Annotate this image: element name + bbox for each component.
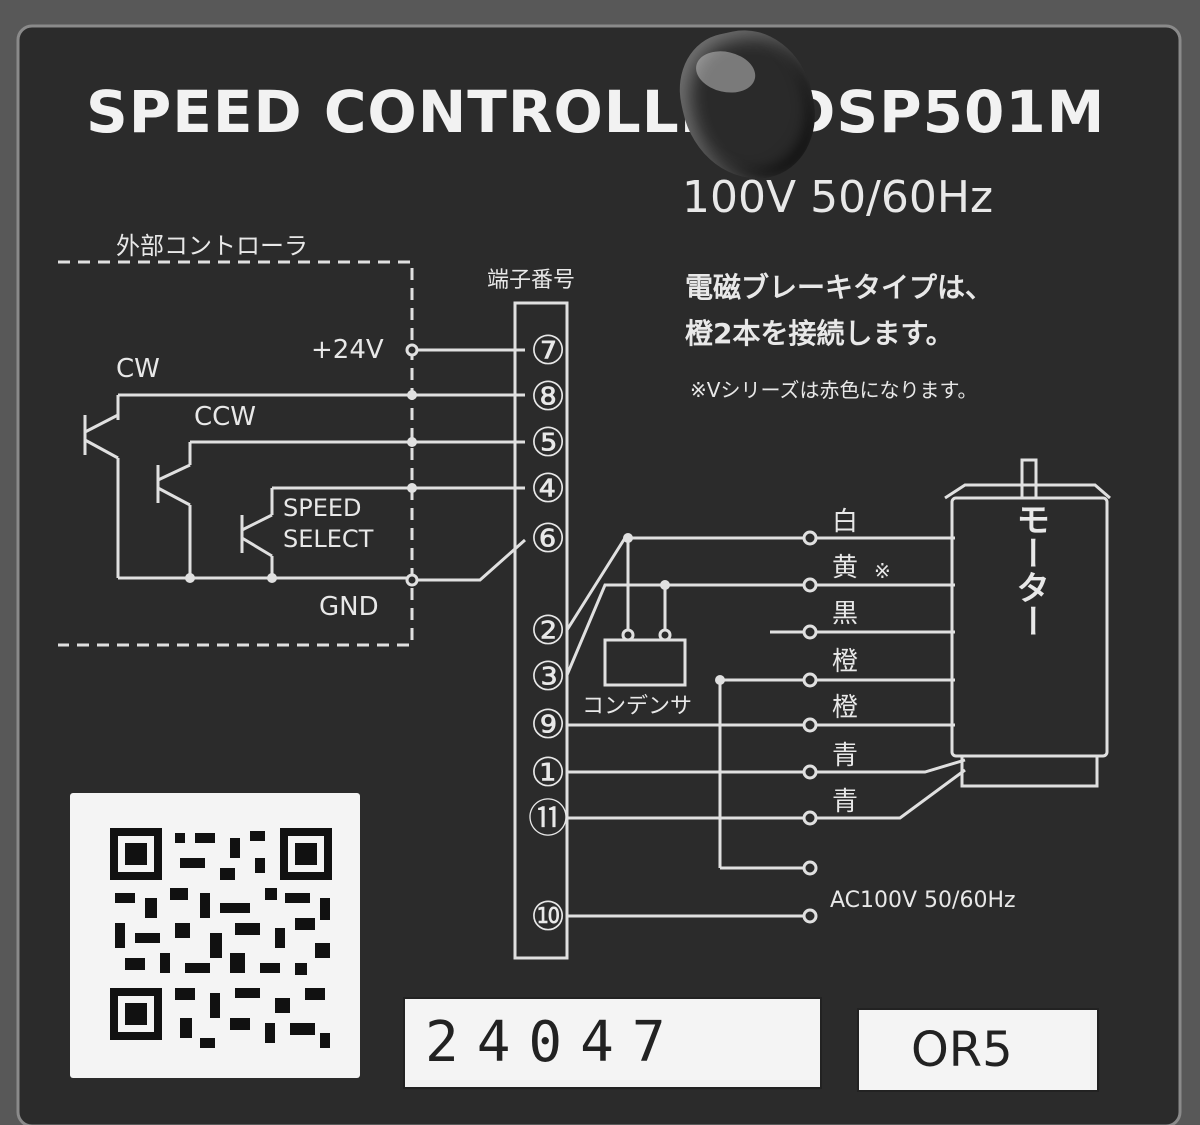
terminal-2: ② [530, 608, 566, 654]
ccw-label: CCW [194, 402, 257, 432]
qr-code-label [70, 793, 360, 1078]
ac-power-label: AC100V 50/60Hz [830, 888, 1016, 913]
lot-number: 24047 [403, 997, 822, 1089]
brake-note-line2: 橙2本を接続します。 [685, 317, 954, 350]
wire-label-blue-2: 青 [832, 787, 858, 817]
brake-note-line1: 電磁ブレーキタイプは、 [685, 271, 994, 304]
terminal-5: ⑤ [530, 420, 566, 466]
wire-label-black: 黒 [832, 599, 858, 629]
terminal-6: ⑥ [530, 516, 566, 562]
wire-label-orange-1: 橙 [832, 647, 858, 677]
capacitor-label: コンデンサ [582, 694, 693, 719]
terminal-number-label: 端子番号 [487, 268, 576, 293]
wire-label-yellow: 黄 [832, 553, 858, 583]
external-controller-label: 外部コントローラ [116, 232, 308, 260]
terminal-11: ⑪ [528, 796, 568, 842]
capacitor-symbol [603, 638, 687, 687]
v-series-note: ※Vシリーズは赤色になります。 [690, 378, 978, 402]
terminal-9: ⑨ [530, 702, 566, 748]
plus24v-label: +24V [311, 335, 384, 365]
terminal-8: ⑧ [530, 374, 566, 420]
speed-select-label-1: SPEED [283, 494, 362, 522]
terminal-7: ⑦ [530, 328, 566, 374]
terminal-4: ④ [530, 466, 566, 512]
yellow-note-mark: ※ [874, 559, 891, 583]
wire-label-white: 白 [832, 507, 858, 537]
motor-label: モーター [1010, 502, 1050, 638]
gnd-label: GND [319, 592, 379, 622]
controller-box [58, 260, 414, 647]
wire-label-blue-1: 青 [832, 741, 858, 771]
model-title: SPEED CONTROLLER DSP501M [86, 78, 1106, 146]
qr-code-icon [110, 828, 332, 1048]
cw-label: CW [116, 354, 160, 384]
terminal-3: ③ [530, 654, 566, 700]
terminal-10: ⑩ [530, 894, 566, 940]
speed-select-label-2: SELECT [283, 525, 374, 553]
revision-code: OR5 [857, 1008, 1099, 1092]
power-rating: 100V 50/60Hz [682, 172, 994, 223]
wire-label-orange-2: 橙 [832, 693, 858, 723]
terminal-1: ① [530, 750, 566, 796]
